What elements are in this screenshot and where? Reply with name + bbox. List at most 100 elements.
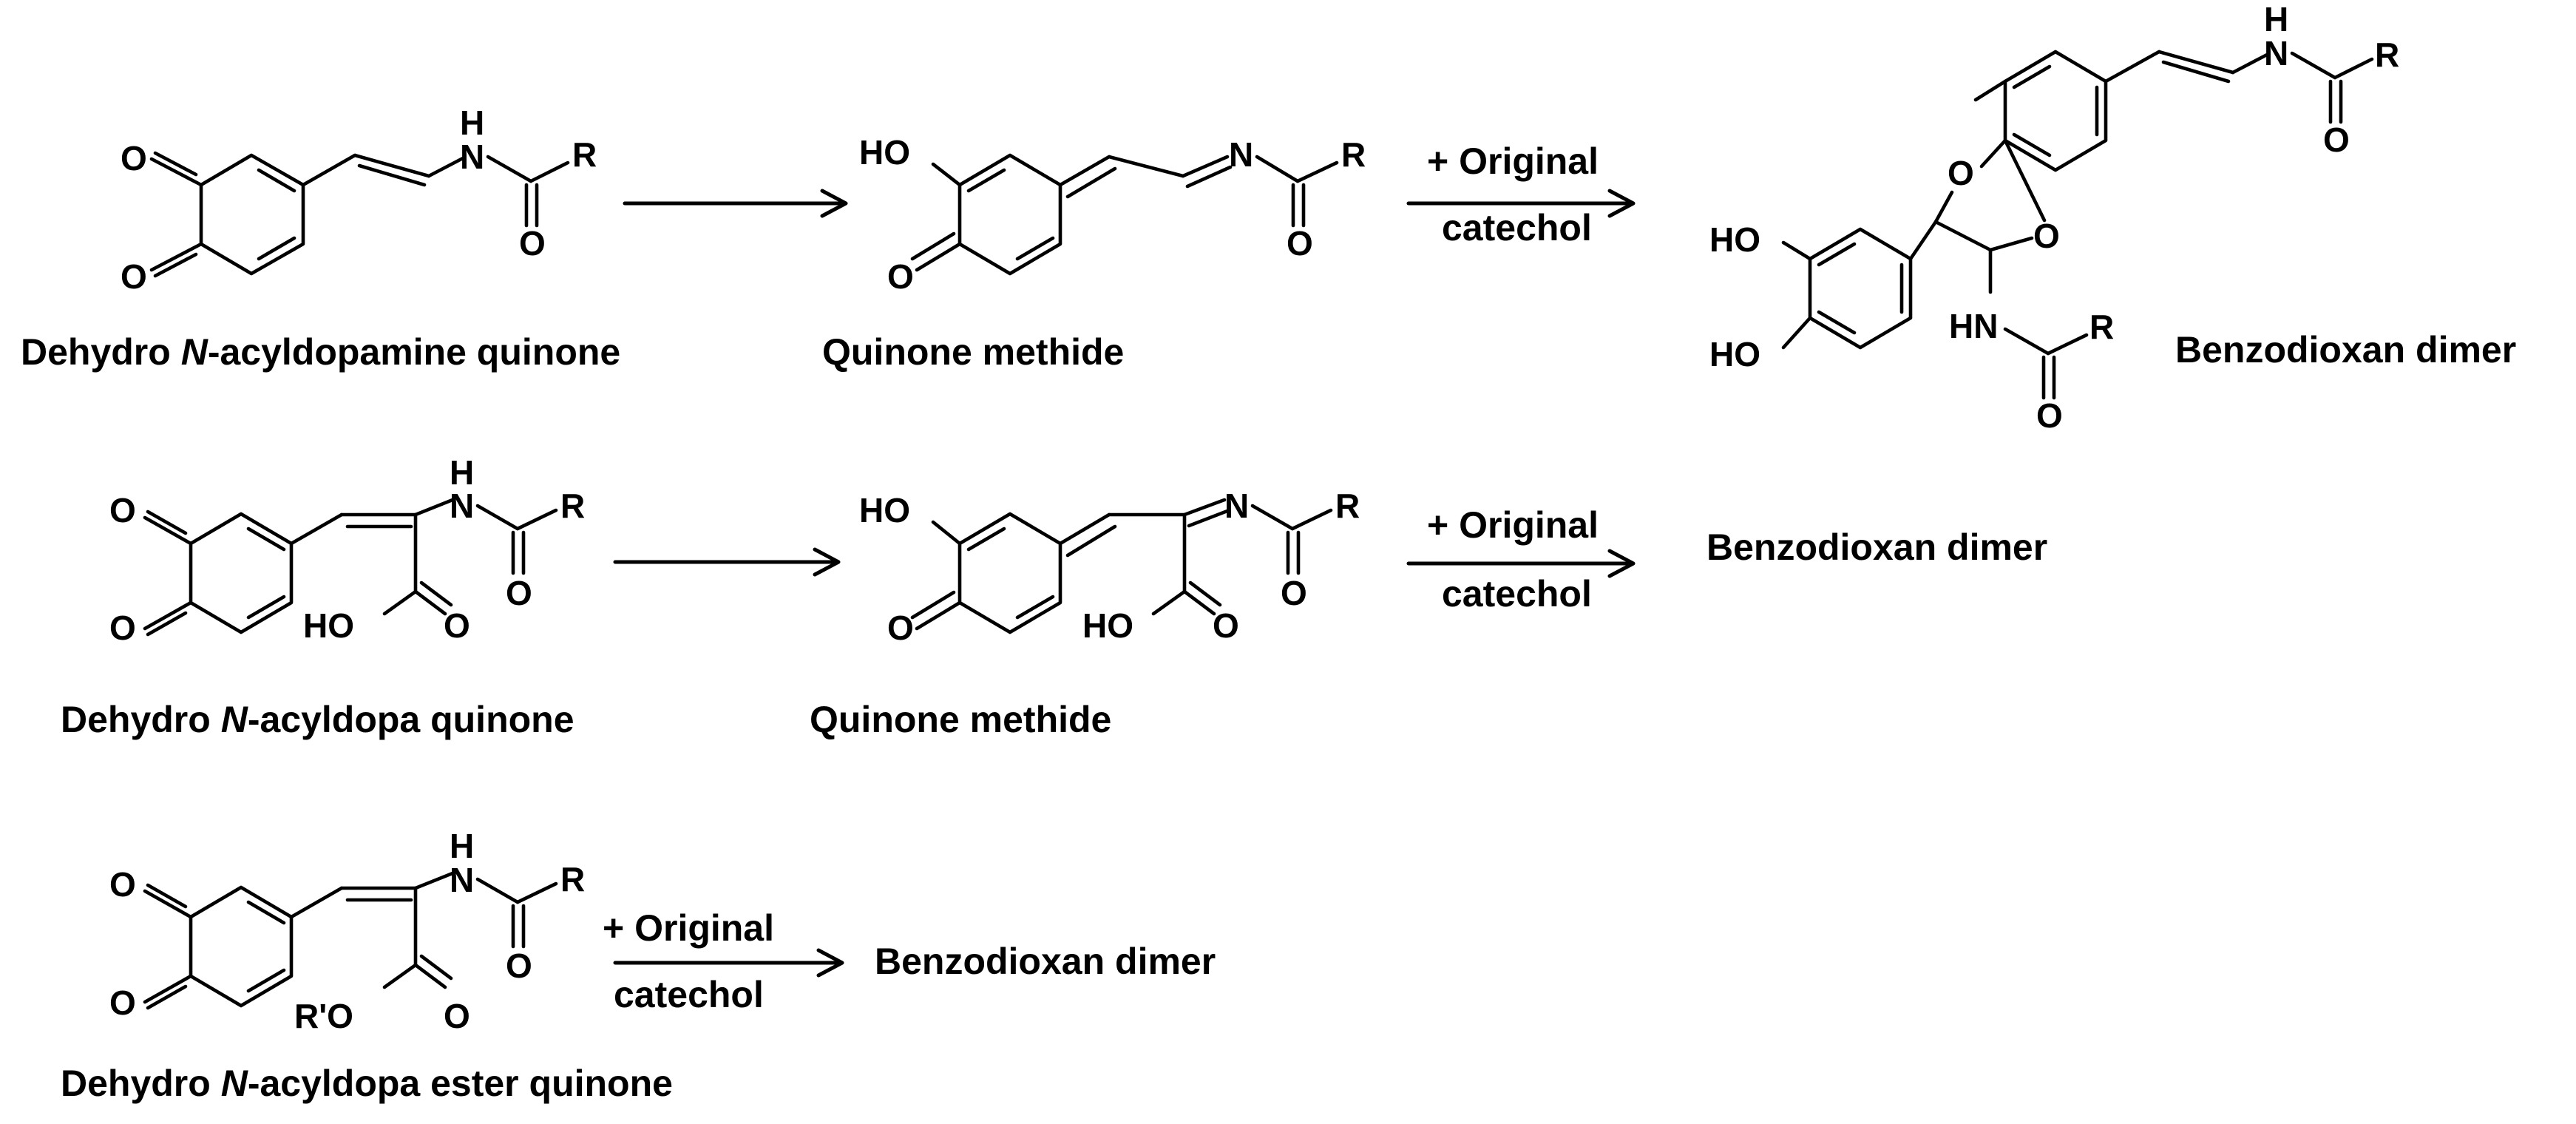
reagent-label-line2: catechol bbox=[1442, 573, 1592, 615]
atom-r-group: R bbox=[2089, 308, 2114, 346]
exocyclic-double-bond bbox=[1058, 512, 1111, 546]
amide-bond bbox=[2046, 333, 2089, 356]
ring-double-bond bbox=[1015, 595, 1055, 620]
atom-hydrogen: H bbox=[450, 827, 474, 865]
atom-hydroxyl: HO bbox=[1709, 220, 1760, 259]
atom-oxygen: O bbox=[1287, 224, 1313, 263]
carbonyl-bond bbox=[153, 252, 198, 278]
reagent-label-line1: + Original bbox=[1427, 504, 1599, 546]
reagent-label-line2: catechol bbox=[1442, 207, 1592, 248]
atom-oxygen: O bbox=[506, 574, 532, 612]
quinone-ring bbox=[189, 885, 294, 1008]
structure-quinone-methide: HO O N O R bbox=[859, 133, 1366, 296]
atom-oxygen: O bbox=[2323, 121, 2350, 159]
structure-dehydro-n-acyldopa-quinone: O O H N O R HO O bbox=[109, 453, 585, 647]
atom-r-group: R bbox=[1341, 135, 1366, 174]
carbonyl-bond bbox=[143, 974, 193, 1004]
side-chain-bond bbox=[2231, 53, 2269, 75]
atom-r-group: R bbox=[2375, 35, 2399, 74]
benzene-ring bbox=[2003, 50, 2108, 172]
carbonyl-bond bbox=[910, 590, 956, 620]
imine-double-bond bbox=[1181, 155, 1230, 178]
methide-ring bbox=[957, 512, 1062, 634]
atom-amide-nh: HN bbox=[1949, 307, 1998, 345]
ring-double-bond bbox=[246, 900, 286, 925]
amide-bond bbox=[1255, 155, 1300, 183]
amide-bond bbox=[2333, 57, 2374, 80]
atom-hydrogen: H bbox=[2264, 0, 2288, 38]
amide-bond bbox=[1295, 160, 1339, 183]
reaction-arrow bbox=[623, 189, 848, 218]
dioxane-bond bbox=[1988, 236, 2034, 252]
carbonyl-bond bbox=[146, 509, 188, 535]
reagent-label-line1: + Original bbox=[603, 907, 774, 949]
atom-hydroxyl: HO bbox=[1082, 606, 1133, 645]
amide-bond bbox=[2003, 327, 2050, 356]
structure-benzodioxan-dimer: H N O R O O HO HO HN O R bbox=[1709, 0, 2399, 435]
ring-double-bond bbox=[1015, 236, 1055, 261]
carboxyl-double-bond bbox=[413, 589, 447, 616]
structure-dehydro-n-acyldopamine-quinone: O O H N O R bbox=[121, 104, 597, 296]
atom-oxygen: O bbox=[887, 609, 914, 647]
imine-double-bond bbox=[1182, 498, 1227, 517]
atom-oxygen: O bbox=[2036, 396, 2063, 435]
atom-ester-oxygen: R'O bbox=[294, 997, 353, 1035]
carbonyl-bond bbox=[143, 600, 193, 631]
reaction-arrow bbox=[1406, 549, 1636, 578]
dioxane-bond bbox=[2003, 138, 2047, 223]
atom-r-group: R bbox=[560, 487, 585, 525]
dioxane-bond bbox=[1973, 79, 2007, 102]
carbonyl-bond bbox=[146, 611, 188, 637]
imine-double-bond bbox=[1185, 165, 1233, 189]
side-chain-bond bbox=[2104, 50, 2161, 84]
atom-oxygen: O bbox=[519, 224, 546, 263]
amide-bond bbox=[515, 508, 558, 531]
amide-bond bbox=[1290, 508, 1333, 531]
atom-hydroxyl: HO bbox=[303, 606, 354, 645]
label-product-2: Benzodioxan dimer bbox=[1706, 527, 2047, 568]
atom-oxygen: O bbox=[506, 947, 532, 985]
quinone-ring bbox=[189, 512, 294, 634]
side-chain-double-bond bbox=[357, 163, 427, 187]
atom-r-group: R bbox=[1335, 487, 1360, 525]
reagent-label-line2: catechol bbox=[614, 974, 764, 1015]
dioxane-bond bbox=[1933, 220, 1993, 252]
carbonyl-bond bbox=[143, 889, 193, 919]
label-reactant-1: Dehydro N-acyldopamine quinone bbox=[21, 331, 620, 373]
carbonyl-bond bbox=[149, 242, 203, 272]
atom-hydrogen: H bbox=[460, 104, 484, 142]
label-product-1: Benzodioxan dimer bbox=[2175, 329, 2516, 370]
carbonyl-bond bbox=[149, 157, 203, 187]
atom-hydroxyl: HO bbox=[859, 491, 910, 529]
exocyclic-double-bond bbox=[1065, 524, 1117, 558]
side-chain-bond bbox=[1107, 155, 1185, 178]
atom-nitrogen: N bbox=[1229, 135, 1253, 174]
quinone-ring bbox=[199, 153, 305, 276]
carbonyl-bond bbox=[910, 231, 956, 261]
atom-oxygen: O bbox=[1213, 606, 1239, 645]
atom-nitrogen: N bbox=[460, 138, 484, 176]
side-chain-bond bbox=[289, 886, 344, 919]
atom-oxygen: O bbox=[109, 984, 136, 1022]
ring-double-bond bbox=[1817, 242, 1857, 267]
atom-hydroxyl: HO bbox=[1709, 335, 1760, 373]
atom-oxygen: O bbox=[887, 257, 914, 296]
amide-bond bbox=[529, 160, 570, 183]
carbonyl-bond bbox=[915, 600, 962, 631]
atom-oxygen: O bbox=[121, 257, 147, 296]
atom-oxygen: O bbox=[121, 139, 147, 177]
catechol-ring bbox=[1808, 227, 1913, 350]
structure-dehydro-n-acyldopa-ester-quinone: O O H N O R R'O O bbox=[109, 827, 585, 1035]
carboxyl-bond bbox=[382, 589, 418, 616]
reaction-arrow bbox=[613, 948, 844, 978]
label-reactant-3: Dehydro N-acyldopa ester quinone bbox=[61, 1063, 673, 1104]
atom-oxygen: O bbox=[109, 609, 136, 647]
atom-oxygen: O bbox=[109, 865, 136, 904]
carbonyl-bond bbox=[153, 151, 198, 177]
reaction-arrow bbox=[613, 547, 841, 577]
side-chain-bond bbox=[413, 871, 455, 890]
exocyclic-double-bond bbox=[1058, 155, 1111, 187]
amide-bond bbox=[475, 877, 520, 904]
carbonyl-bond bbox=[146, 984, 188, 1010]
